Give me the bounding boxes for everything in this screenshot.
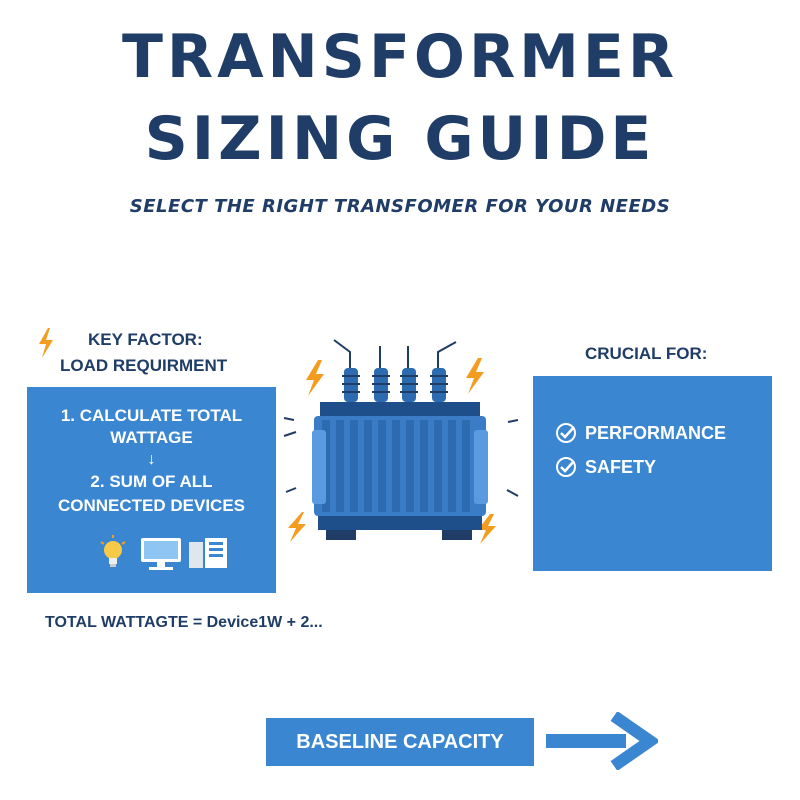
crucial-item-performance: PERFORMANCE: [555, 422, 726, 444]
monitor-icon: [141, 538, 181, 570]
baseline-capacity-label: BASELINE CAPACITY: [296, 730, 504, 753]
crucial-item-label: SAFETY: [585, 456, 657, 477]
total-wattage-formula: TOTAL WATTAGTE = Device1W + 2...: [45, 614, 323, 631]
key-factor-heading: KEY FACTOR:: [88, 330, 203, 349]
server-icon: [189, 538, 227, 568]
crucial-item-safety: SAFETY: [555, 456, 656, 478]
page-subtitle: SELECT THE RIGHT TRANSFOMER FOR YOUR NEE…: [129, 196, 671, 217]
crucial-for-panel: PERFORMANCE SAFETY: [533, 376, 772, 571]
page-title-line-1: TRANSFORMER: [121, 22, 679, 92]
key-factor-subheading: LOAD REQUIRMENT: [60, 356, 228, 375]
baseline-capacity-button[interactable]: BASELINE CAPACITY: [266, 718, 534, 766]
crucial-item-label: PERFORMANCE: [585, 422, 727, 443]
step-1-text: 1. CALCULATE TOTAL: [60, 406, 243, 425]
connected-devices-illustration: [100, 535, 227, 570]
step-2-text: 2. SUM OF ALL: [90, 472, 213, 491]
page-title-line-2: SIZING GUIDE: [144, 104, 656, 174]
bushings: [342, 368, 448, 402]
load-requirement-panel: 1. CALCULATE TOTAL WATTAGE ↓ 2. SUM OF A…: [27, 387, 276, 593]
check-circle-icon: [556, 423, 576, 443]
check-circle-icon: [556, 457, 576, 477]
lightning-bolt-icon: [283, 358, 519, 544]
crucial-for-heading: CRUCIAL FOR:: [585, 344, 708, 363]
step-1-text-continued: WATTAGE: [110, 428, 193, 447]
down-arrow-icon: ↓: [147, 451, 156, 468]
step-2-text-continued: CONNECTED DEVICES: [57, 496, 246, 515]
lightning-bolt-icon: [39, 328, 53, 358]
arrow-right-icon: [546, 712, 658, 770]
light-bulb-icon: [100, 535, 126, 567]
transformer-illustration: [283, 339, 519, 544]
